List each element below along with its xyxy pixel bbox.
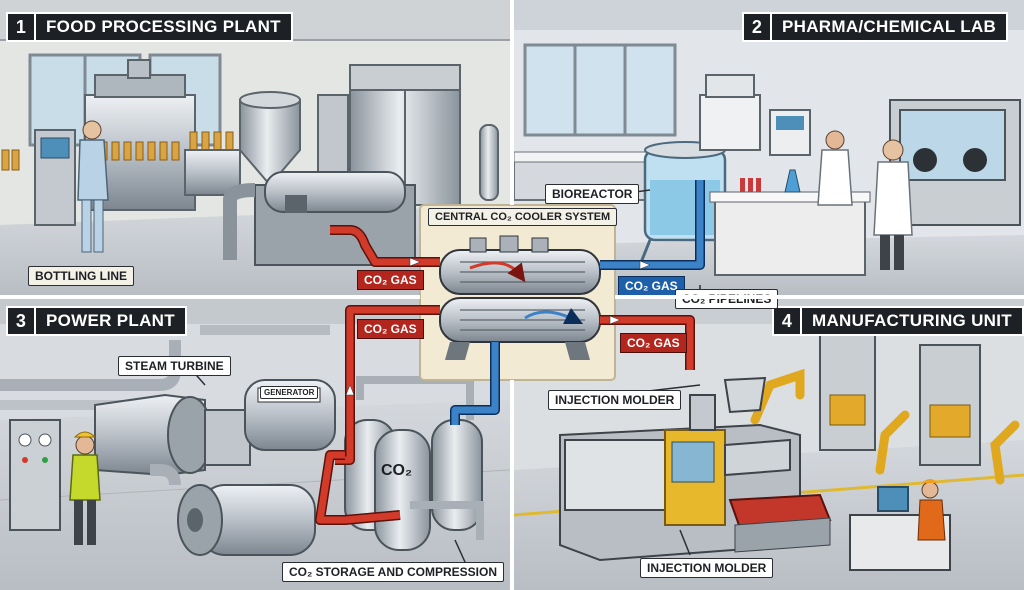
- quadrant-2-title: 2 PHARMA/CHEMICAL LAB: [742, 12, 1009, 42]
- steam-turbine-label: STEAM TURBINE: [118, 356, 231, 376]
- bottling-line-label: BOTTLING LINE: [28, 266, 134, 286]
- central-system-label: CENTRAL CO₂ COOLER SYSTEM: [428, 208, 618, 226]
- worker-food: [77, 120, 109, 253]
- injection-molder-label-bottom: INJECTION MOLDER: [640, 558, 774, 578]
- lab-bench-center: [709, 169, 871, 276]
- quadrant-2-label: PHARMA/CHEMICAL LAB: [782, 17, 997, 36]
- quadrant-2-number: 2: [744, 14, 772, 40]
- quadrant-3-label: POWER PLANT: [46, 311, 175, 330]
- divider-horizontal-left: [0, 295, 420, 299]
- quadrant-1-label: FOOD PROCESSING PLANT: [46, 17, 281, 36]
- flow-arrows: [345, 257, 651, 396]
- operator-workstation: [849, 479, 951, 571]
- storage-compression-label: CO₂ STORAGE AND COMPRESSION: [282, 562, 505, 582]
- co2-gas-label-manufacturing: CO₂ GAS: [620, 333, 687, 353]
- quadrant-4-label: MANUFACTURING UNIT: [812, 311, 1012, 330]
- hydraulic-presses: [819, 334, 981, 466]
- quadrant-1-title: 1 FOOD PROCESSING PLANT: [6, 12, 293, 42]
- heat-exchanger: [439, 235, 601, 360]
- co2-gas-label-food: CO₂ GAS: [357, 270, 424, 290]
- compressor-unit-food: [223, 171, 416, 266]
- divider-horizontal-right: [615, 295, 1024, 299]
- quadrant-3-title: 3 POWER PLANT: [6, 306, 187, 336]
- lab-equipment-stack: [699, 74, 811, 156]
- control-panel-power: [9, 419, 61, 531]
- steam-turbine: [94, 393, 251, 477]
- glove-box: [889, 99, 1021, 226]
- generator-label: GENERATOR: [260, 386, 319, 399]
- divider-vertical-bottom: [510, 380, 514, 590]
- control-panel-food: [34, 129, 76, 226]
- conveyor-tray: [728, 493, 832, 553]
- quadrant-3-number: 3: [8, 308, 36, 334]
- motor-pump: [150, 464, 316, 556]
- scientist-2: [873, 139, 913, 270]
- quadrant-1-number: 1: [8, 14, 36, 40]
- co2-gas-label-lab: CO₂ GAS: [618, 276, 685, 296]
- injection-molder-label-top: INJECTION MOLDER: [548, 390, 682, 410]
- co2-gas-label-power: CO₂ GAS: [357, 319, 424, 339]
- robot-arms: [750, 368, 1020, 485]
- co2-tank-label: CO₂: [381, 462, 413, 479]
- quadrant-4-title: 4 MANUFACTURING UNIT: [772, 306, 1024, 336]
- bioreactor-label: BIOREACTOR: [545, 184, 640, 204]
- worker-power: [69, 431, 101, 545]
- scientist-1: [817, 130, 853, 206]
- divider-vertical-top: [510, 0, 514, 205]
- co2-pipelines-label: CO₂ PIPELINES: [675, 289, 779, 309]
- quadrant-4-number: 4: [774, 308, 802, 334]
